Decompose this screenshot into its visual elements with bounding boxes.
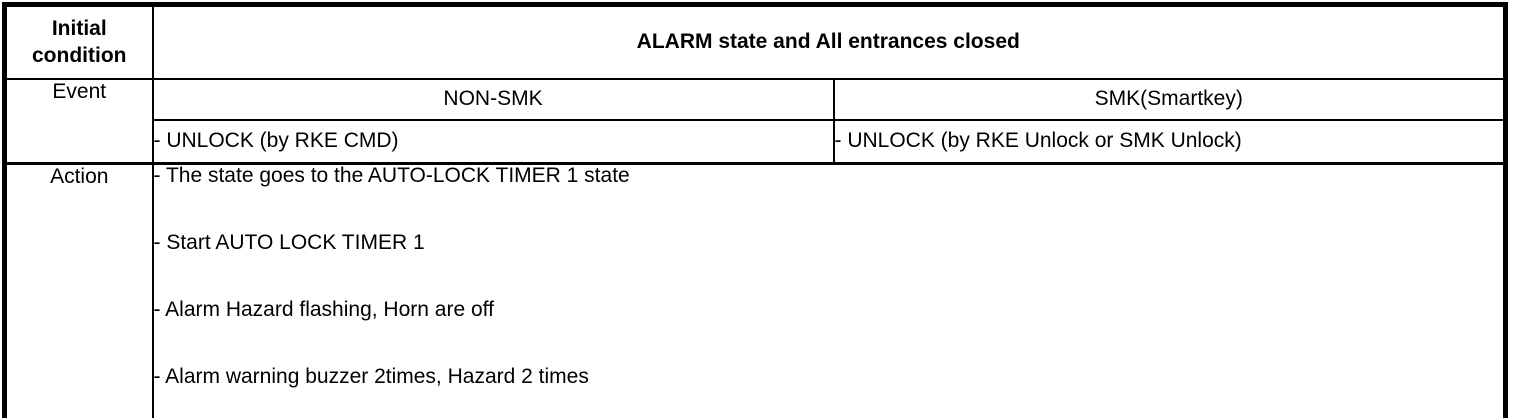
action-item: - Start AUTO LOCK TIMER 1 xyxy=(153,231,425,254)
event-smk-value: - UNLOCK (by RKE Unlock or SMK Unlock) xyxy=(832,118,1507,165)
event-non-smk-value: - UNLOCK (by RKE CMD) xyxy=(151,118,835,165)
action-item: - Alarm Hazard flashing, Horn are off xyxy=(153,298,494,321)
action-item: - The state goes to the AUTO-LOCK TIMER … xyxy=(153,164,630,187)
event-header-row: Event NON-SMK SMK(Smartkey) xyxy=(3,77,1507,165)
action-row: Action - The state goes to the AUTO-LOCK… xyxy=(3,162,1507,418)
initial-condition-label: Initial condition xyxy=(3,3,154,80)
action-list-cell: - The state goes to the AUTO-LOCK TIMER … xyxy=(151,162,1507,418)
action-item: - Alarm warning buzzer 2times, Hazard 2 … xyxy=(153,365,589,388)
initial-condition-row: Initial condition ALARM state and All en… xyxy=(3,3,1507,80)
column-header-non-smk: NON-SMK xyxy=(151,77,835,121)
column-header-smk: SMK(Smartkey) xyxy=(832,77,1507,121)
action-label: Action xyxy=(3,162,154,418)
table-header-alarm-state: ALARM state and All entrances closed xyxy=(151,3,1507,80)
event-value-row: - UNLOCK (by RKE CMD) - UNLOCK (by RKE U… xyxy=(5,118,1507,165)
event-label: Event xyxy=(3,77,154,165)
